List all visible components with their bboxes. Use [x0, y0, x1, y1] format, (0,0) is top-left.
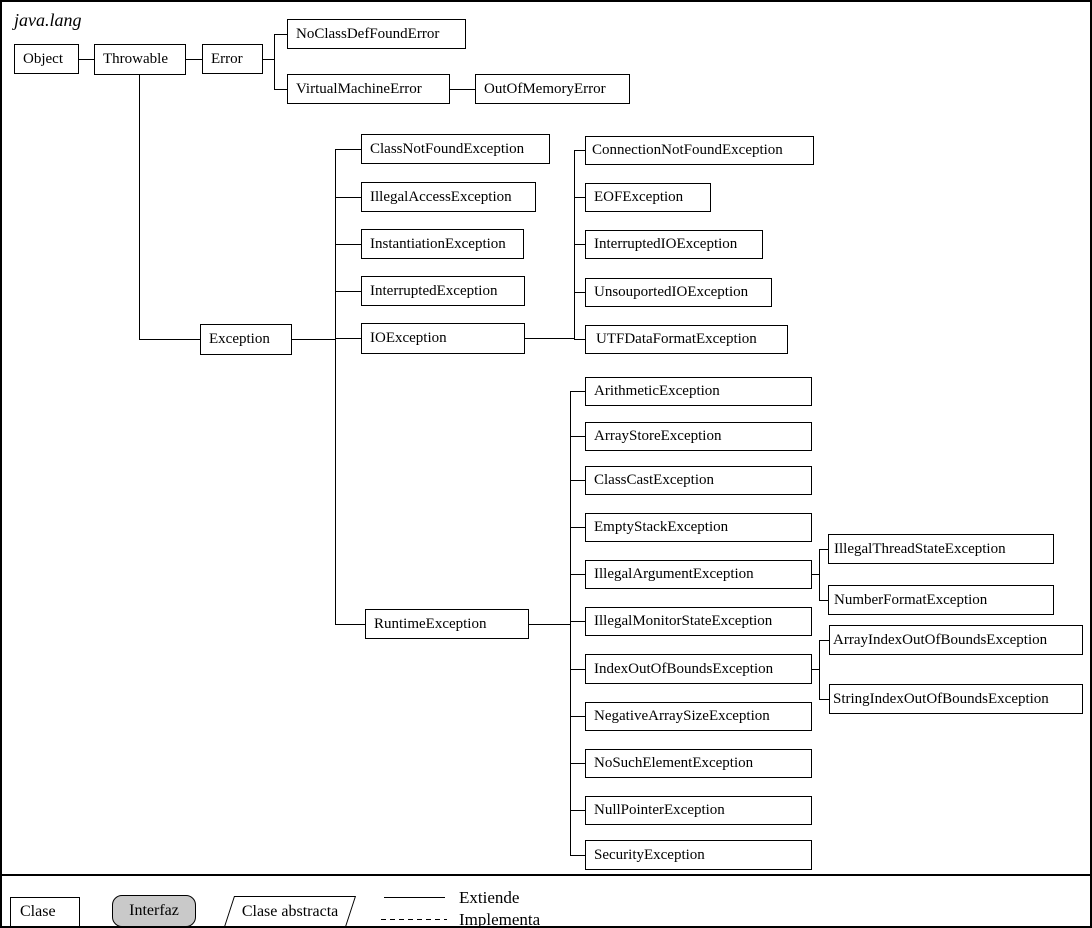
legend-class-shape: Clase: [10, 897, 80, 926]
class-box-array-index-out-of-bounds-exception: ArrayIndexOutOfBoundsException: [829, 625, 1083, 655]
connector-line: [570, 855, 585, 856]
legend-implements-label: Implementa: [459, 910, 541, 928]
connector-line: [292, 339, 335, 340]
connector-line: [819, 600, 828, 601]
connector-line: [570, 669, 585, 670]
connector-line: [570, 763, 585, 764]
connector-line: [274, 34, 287, 35]
connector-line: [574, 292, 585, 293]
connector-line: [570, 391, 585, 392]
connector-line: [570, 527, 585, 528]
connector-line: [570, 810, 585, 811]
connector-line: [335, 244, 361, 245]
connector-line: [574, 197, 585, 198]
connector-line: [274, 89, 287, 90]
connector-line: [86, 59, 94, 60]
connector-line: [450, 89, 462, 90]
connector-line: [819, 549, 828, 550]
connector-line: [574, 150, 585, 151]
class-box-object: Object: [14, 44, 79, 74]
legend-extends-label: Extiende: [459, 888, 520, 907]
connector-line: [139, 339, 200, 340]
connector-line: [139, 74, 140, 340]
implements-dashed-line: [381, 919, 447, 920]
connector-line: [812, 574, 819, 575]
connector-line: [263, 59, 274, 60]
connector-line: [194, 59, 202, 60]
class-box-index-out-of-bounds-exception: IndexOutOfBoundsException: [585, 654, 812, 684]
connector-line: [335, 149, 336, 624]
connector-line: [186, 59, 194, 60]
connector-line: [274, 34, 275, 89]
legend-interface-label: Interfaz: [129, 902, 179, 919]
connector-line: [462, 89, 475, 90]
class-box-error: Error: [202, 44, 263, 74]
class-box-no-such-element-exception: NoSuchElementException: [585, 749, 812, 778]
class-box-utf-data-format-exception: UTFDataFormatException: [585, 325, 788, 354]
class-box-null-pointer-exception: NullPointerException: [585, 796, 812, 825]
connector-line: [574, 150, 575, 339]
connector-line: [819, 549, 820, 600]
class-box-class-cast-exception: ClassCastException: [585, 466, 812, 495]
class-box-eof-exception: EOFException: [585, 183, 711, 212]
class-box-io-exception: IOException: [361, 323, 525, 354]
legend-separator-line: [2, 874, 1090, 876]
class-box-interrupted-io-exception: InterruptedIOException: [585, 230, 763, 259]
connector-line: [819, 640, 829, 641]
connector-line: [574, 339, 585, 340]
class-box-no-class-def-found-error: NoClassDefFoundError: [287, 19, 466, 49]
connector-line: [79, 59, 86, 60]
connector-line: [574, 244, 585, 245]
class-box-unsouported-io-exception: UnsouportedIOException: [585, 278, 772, 307]
class-box-string-index-out-of-bounds-exception: StringIndexOutOfBoundsException: [829, 684, 1083, 714]
connector-line: [335, 197, 361, 198]
class-box-out-of-memory-error: OutOfMemoryError: [475, 74, 630, 104]
class-box-negative-array-size-exception: NegativeArraySizeException: [585, 702, 812, 731]
extends-solid-line: [384, 897, 445, 898]
class-box-illegal-monitor-state-exception: IllegalMonitorStateException: [585, 607, 812, 636]
connector-line: [570, 391, 571, 855]
class-box-class-not-found-exception: ClassNotFoundException: [361, 134, 550, 164]
connector-line: [570, 436, 585, 437]
connector-line: [819, 699, 829, 700]
class-box-empty-stack-exception: EmptyStackException: [585, 513, 812, 542]
class-box-number-format-exception: NumberFormatException: [828, 585, 1054, 615]
connector-line: [570, 621, 585, 622]
class-box-instantiation-exception: InstantiationException: [361, 229, 524, 259]
class-box-interrupted-exception: InterruptedException: [361, 276, 525, 306]
connector-line: [570, 716, 585, 717]
connector-line: [570, 574, 585, 575]
connector-line: [335, 624, 365, 625]
legend-abstract-class-shape: Clase abstracta: [223, 896, 357, 926]
connector-line: [570, 480, 585, 481]
connector-line: [812, 669, 819, 670]
class-box-array-store-exception: ArrayStoreException: [585, 422, 812, 451]
connector-line: [335, 338, 361, 339]
class-box-arithmetic-exception: ArithmeticException: [585, 377, 812, 406]
class-box-connection-not-found-exception: ConnectionNotFoundException: [585, 136, 814, 165]
connector-line: [819, 640, 820, 699]
connector-line: [335, 291, 361, 292]
class-box-security-exception: SecurityException: [585, 840, 812, 870]
legend-class-label: Clase: [20, 903, 56, 920]
connector-line: [529, 624, 570, 625]
legend-abstract-class-label: Clase abstracta: [241, 902, 339, 920]
class-box-illegal-thread-state-exception: IllegalThreadStateException: [828, 534, 1054, 564]
class-box-illegal-access-exception: IllegalAccessException: [361, 182, 536, 212]
connector-line: [525, 338, 574, 339]
package-label: java.lang: [14, 10, 82, 30]
connector-line: [335, 149, 361, 150]
class-box-illegal-argument-exception: IllegalArgumentException: [585, 560, 812, 589]
class-box-virtual-machine-error: VirtualMachineError: [287, 74, 450, 104]
legend-interface-shape: Interfaz: [112, 895, 196, 926]
class-box-runtime-exception: RuntimeException: [365, 609, 529, 639]
class-box-exception: Exception: [200, 324, 292, 355]
class-box-throwable: Throwable: [94, 44, 186, 75]
